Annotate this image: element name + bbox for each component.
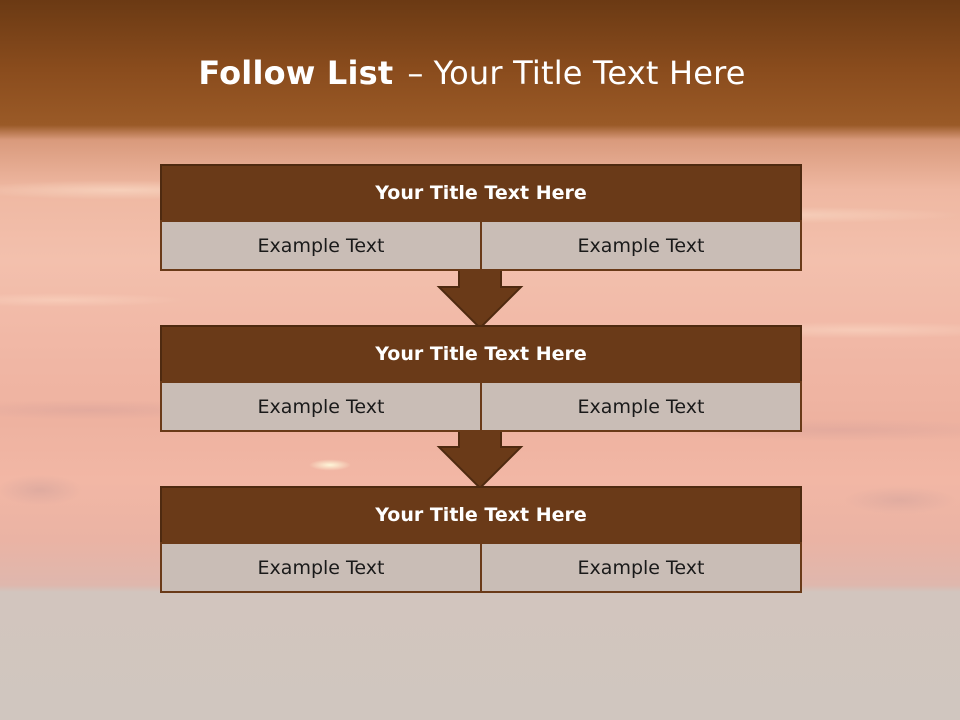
slide-title-separator: – (407, 54, 424, 92)
step-cell-right: Example Text (480, 381, 802, 432)
step-cell-left: Example Text (160, 381, 482, 432)
slide-title-lead: Follow List (198, 54, 394, 92)
slide-title-rest: Your Title Text Here (433, 54, 746, 92)
step-cell-right: Example Text (480, 220, 802, 271)
step-title: Your Title Text Here (160, 486, 802, 544)
step-cell-right: Example Text (480, 542, 802, 593)
slide-title: Follow List–Your Title Text Here (0, 54, 944, 92)
step-cell-left: Example Text (160, 220, 482, 271)
step-cell-left: Example Text (160, 542, 482, 593)
step-title: Your Title Text Here (160, 164, 802, 222)
step-title: Your Title Text Here (160, 325, 802, 383)
